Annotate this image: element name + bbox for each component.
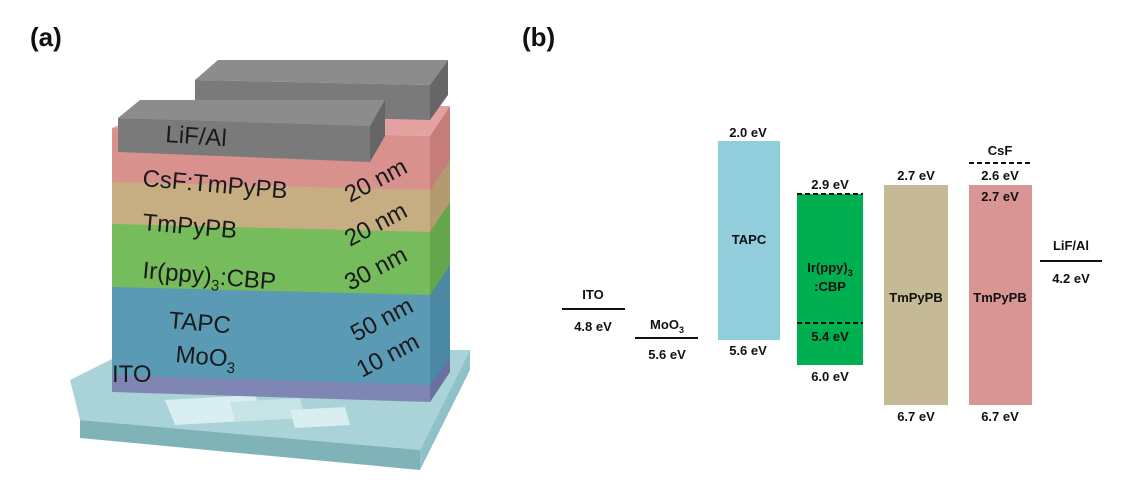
energy-diagram: ITO 4.8 eV MoO3 5.6 eV 2.0 eV TAPC 5.6 e…	[562, 125, 1102, 424]
panel-b-label: (b)	[522, 22, 555, 52]
label-eml: Ir(ppy)3:CBP	[141, 257, 277, 300]
ito-name: ITO	[582, 287, 603, 302]
level-ito: ITO 4.8 eV	[562, 287, 625, 334]
moo3-level: 5.6 eV	[648, 347, 686, 362]
block-eml: 2.9 eV Ir(ppy)3 :CBP 5.4 eV 6.0 eV	[797, 177, 863, 384]
ito-level: 4.8 eV	[574, 319, 612, 334]
tapc-name: TAPC	[732, 232, 767, 247]
label-tapc: TAPC	[167, 307, 231, 339]
csf-level: 2.6 eV	[981, 168, 1019, 183]
eml-lumo: 2.9 eV	[811, 177, 849, 192]
level-moo3: MoO3 5.6 eV	[635, 317, 698, 362]
label-lif-al: LiF/Al	[165, 121, 228, 152]
eml-host: :CBP	[814, 279, 846, 294]
tmpypb-doped-bar	[969, 185, 1032, 405]
block-csf-tmpypb: CsF 2.6 eV 2.7 eV TmPyPB 6.7 eV	[969, 143, 1032, 424]
tmpypb-doped-homo: 6.7 eV	[981, 409, 1019, 424]
eml-inner: 5.4 eV	[811, 329, 849, 344]
tmpypb-lumo: 2.7 eV	[897, 168, 935, 183]
block-tmpypb: 2.7 eV TmPyPB 6.7 eV	[884, 168, 948, 424]
eml-bar	[797, 194, 863, 365]
device-stack: LiF/Al CsF:TmPyPB TmPyPB Ir(ppy)3:CBP TA…	[70, 60, 470, 470]
lifal-name: LiF/Al	[1053, 238, 1089, 253]
tmpypb-name: TmPyPB	[889, 290, 942, 305]
lifal-level: 4.2 eV	[1052, 271, 1090, 286]
tmpypb-doped-name: TmPyPB	[973, 290, 1026, 305]
tapc-lumo: 2.0 eV	[729, 125, 767, 140]
label-ito: ITO	[112, 361, 152, 388]
tapc-homo: 5.6 eV	[729, 343, 767, 358]
tmpypb-doped-lumo: 2.7 eV	[981, 189, 1019, 204]
block-tapc: 2.0 eV TAPC 5.6 eV	[718, 125, 780, 358]
cathode-strip-front	[118, 100, 385, 162]
tmpypb-bar	[884, 185, 948, 405]
csf-name: CsF	[988, 143, 1013, 158]
tapc-bar	[718, 141, 780, 340]
moo3-name: MoO3	[650, 317, 684, 335]
label-moo3: MoO3	[174, 341, 237, 377]
tmpypb-homo: 6.7 eV	[897, 409, 935, 424]
eml-homo: 6.0 eV	[811, 369, 849, 384]
eml-name: Ir(ppy)3	[807, 260, 852, 278]
panel-a-label: (a)	[30, 22, 62, 52]
level-lifal: LiF/Al 4.2 eV	[1040, 238, 1102, 286]
